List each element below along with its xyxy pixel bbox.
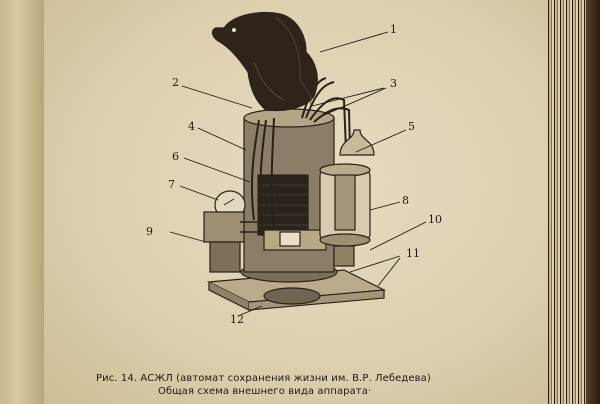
callout-12: 12 xyxy=(230,313,244,326)
caption-subtitle: Общая схема внешнего вида аппарата· xyxy=(158,386,372,397)
callout-2: 2 xyxy=(172,76,179,89)
base-foot xyxy=(263,287,321,305)
caption-title: Рис. 14. АСЖЛ (автомат сохранения жизни … xyxy=(96,373,431,384)
leader-lines xyxy=(169,31,427,317)
side-motor xyxy=(203,211,245,243)
callout-1: 1 xyxy=(390,23,397,36)
left-page-edge xyxy=(0,0,44,404)
callout-6: 6 xyxy=(172,150,179,163)
callout-10: 10 xyxy=(428,213,442,226)
figure-caption: Рис. 14. АСЖЛ (автомат сохранения жизни … xyxy=(96,373,496,397)
valve-top xyxy=(339,129,375,156)
callout-11: 11 xyxy=(406,247,420,260)
callout-5: 5 xyxy=(408,120,415,133)
callout-4: 4 xyxy=(188,120,195,133)
callout-3: 3 xyxy=(390,77,397,90)
callout-9: 9 xyxy=(146,225,153,238)
apparatus-illustration xyxy=(169,11,427,317)
callout-7: 7 xyxy=(168,178,175,191)
callout-8: 8 xyxy=(402,194,409,207)
small-gauge xyxy=(279,231,301,247)
page-stack-edges xyxy=(548,0,600,404)
dog-head xyxy=(211,11,318,112)
